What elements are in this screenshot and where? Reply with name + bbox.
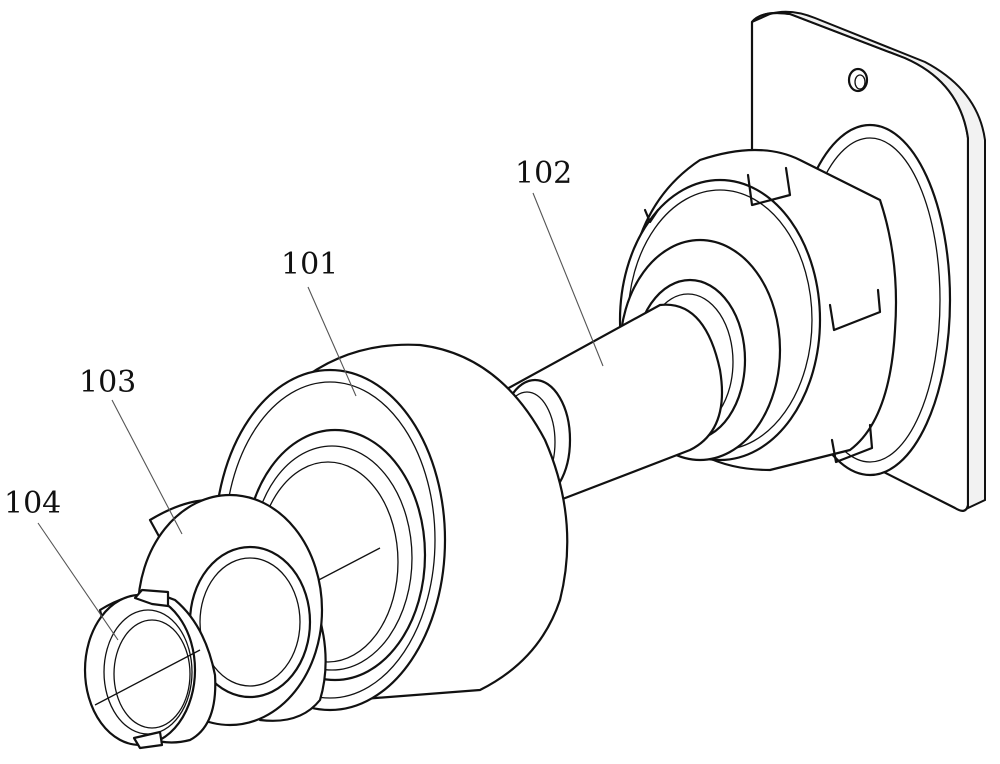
label-101: 101 [281, 247, 338, 282]
leader-line-101 [307, 286, 357, 397]
label-102: 102 [515, 156, 572, 191]
leader-line-104 [37, 522, 119, 641]
label-103: 103 [79, 365, 136, 400]
leader-line-102 [532, 192, 604, 367]
label-104: 104 [4, 486, 61, 521]
leader-line-103 [111, 399, 183, 535]
